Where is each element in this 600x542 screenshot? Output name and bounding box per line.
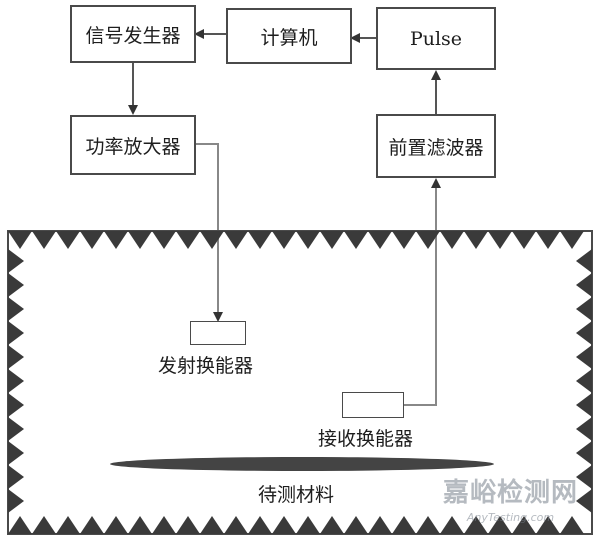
- pulse-box: Pulse: [376, 7, 496, 70]
- prefilter-box: 前置滤波器: [376, 114, 496, 178]
- arrow-receive-transducer-to-prefilter: [404, 178, 441, 406]
- arrow-amplifier-to-transmit-transducer: [196, 143, 223, 322]
- transmit-transducer-box: [190, 321, 246, 345]
- absorber-wedges-top: [8, 231, 584, 249]
- receive-transducer-box: [342, 392, 404, 418]
- test-material-shape: [110, 457, 494, 471]
- receive-transducer-label: 接收换能器: [318, 428, 414, 450]
- computer-label: 计算机: [260, 26, 318, 49]
- watermark-sub: AnyTesting.com: [466, 511, 555, 524]
- computer-box: 计算机: [226, 8, 352, 64]
- signal-generator-label: 信号发生器: [85, 24, 181, 47]
- pulse-label: Pulse: [409, 27, 463, 50]
- signal-generator-box: 信号发生器: [70, 5, 196, 63]
- test-material-label: 待测材料: [258, 484, 335, 506]
- absorber-wedges-left: [8, 249, 24, 513]
- prefilter-label: 前置滤波器: [388, 136, 484, 159]
- power-amplifier-box: 功率放大器: [70, 115, 196, 175]
- watermark-main: 嘉峪检测网: [442, 478, 578, 508]
- absorber-wedges-right: [576, 249, 592, 513]
- watermark: 嘉峪检测网 AnyTesting.com: [443, 472, 578, 524]
- transmit-transducer-label: 发射换能器: [158, 355, 254, 377]
- absorber-wedges-bottom: [8, 516, 584, 534]
- power-amplifier-label: 功率放大器: [85, 135, 181, 158]
